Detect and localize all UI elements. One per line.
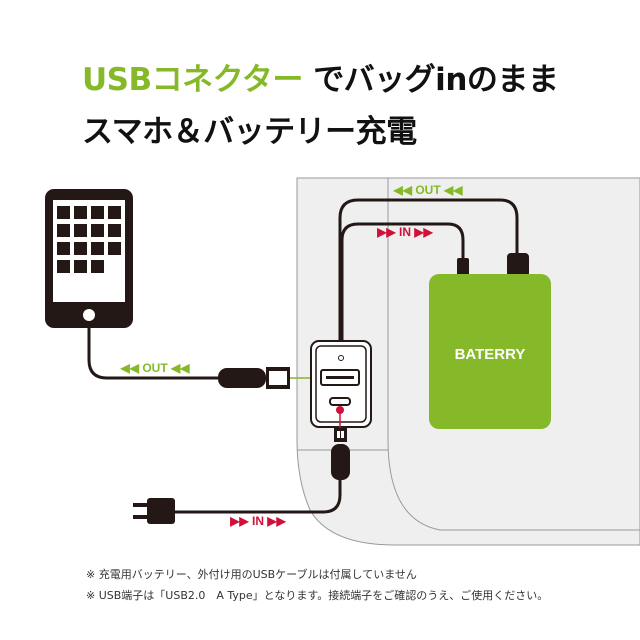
ac-adapter-icon (133, 498, 175, 524)
note-1: ※ 充電用バッテリー、外付け用のUSBケーブルは付属していません (86, 568, 417, 581)
phone-cable (87, 328, 222, 380)
battery-label: BATERRY (455, 346, 526, 363)
headline-accent: USBコネクター (82, 62, 303, 98)
out-label-left: ◀◀ OUT ◀◀ (120, 361, 191, 375)
usb-connector-icon (310, 340, 372, 428)
in-label-bottom: ▶▶ IN ▶▶ (229, 514, 286, 528)
headline-line1: USBコネクター でバッグinのまま (82, 54, 559, 99)
bag-seam (387, 178, 640, 531)
out-label-top: ◀◀ OUT ◀◀ (393, 183, 464, 197)
battery-icon (429, 274, 551, 429)
note-2: ※ USB端子は「USB2.0 A Type」となります。接続端子をご確認のうえ… (86, 589, 549, 602)
headline-line2: スマホ＆バッテリー充電 (82, 114, 417, 150)
smartphone-icon (45, 189, 133, 328)
headline-rest: でバッグinのまま (313, 62, 559, 98)
usb-plug-icon (218, 367, 290, 389)
in-label-top: ▶▶ IN ▶▶ (376, 225, 433, 239)
in-cable (340, 222, 465, 341)
charger-cable (174, 480, 342, 514)
out-cable (338, 198, 519, 341)
